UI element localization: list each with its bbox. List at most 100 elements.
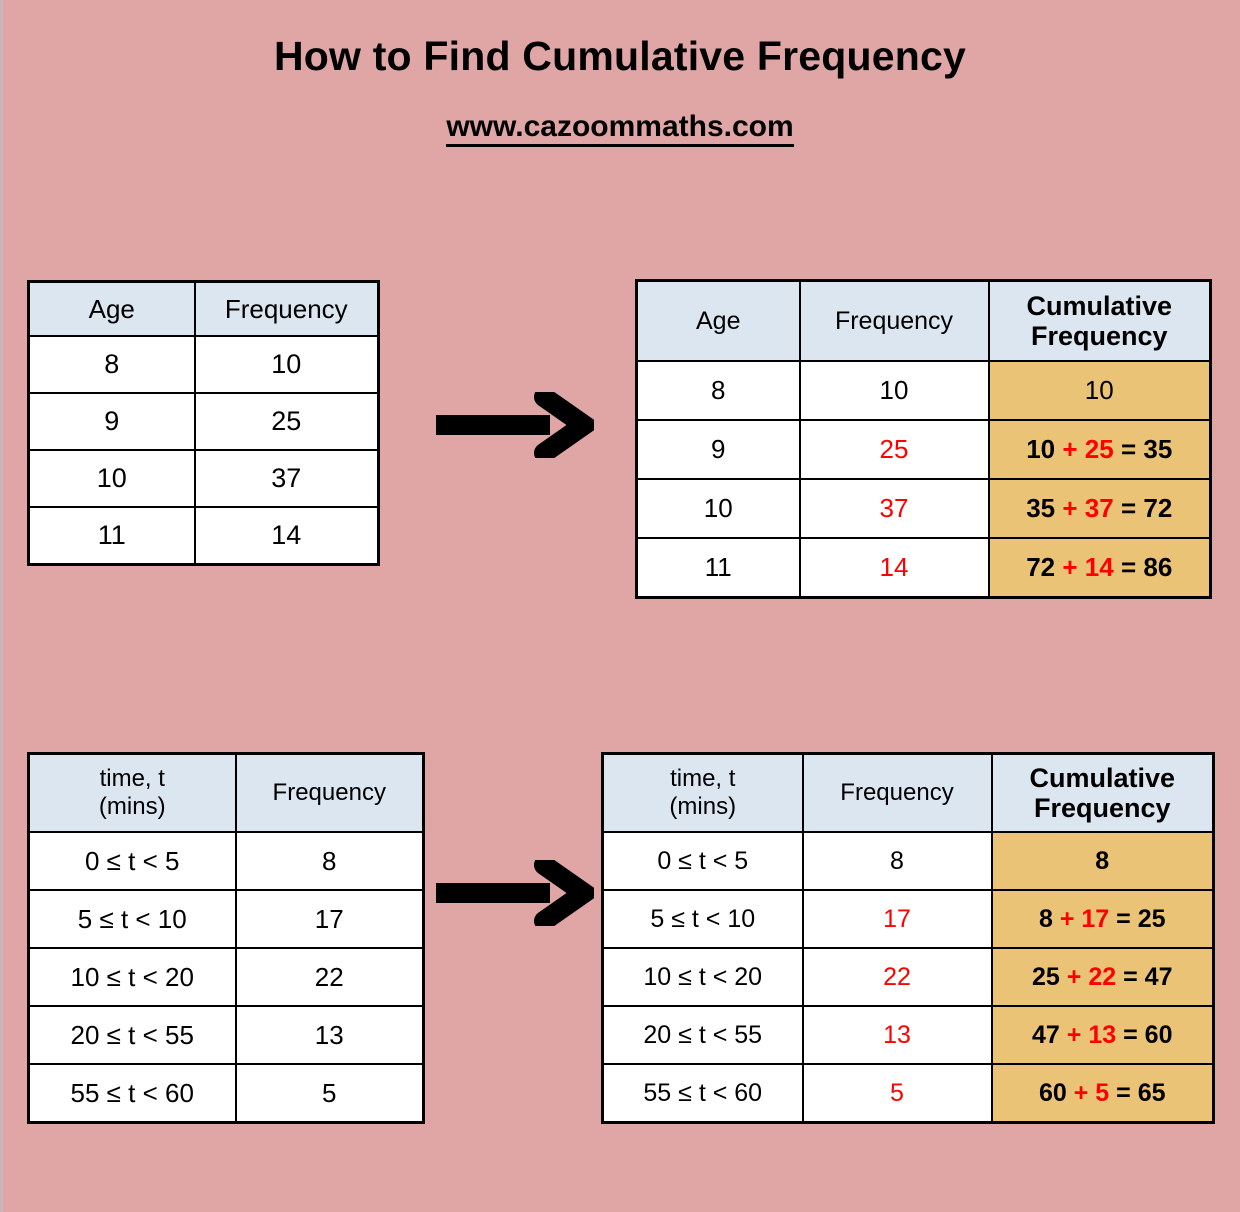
cumulative-total: 60 [1144, 1020, 1173, 1049]
table-row: 10 ≤ t < 20 22 25 + 22 = 47 [601, 947, 1215, 1007]
cumulative-addend: 37 [1084, 493, 1114, 523]
time-header-line-1: time, t [670, 765, 736, 793]
table-row: 8 10 [27, 335, 380, 394]
equals-sign: = [1123, 1020, 1138, 1049]
cell-frequency: 22 [801, 947, 993, 1007]
plus-sign: + [1062, 493, 1078, 523]
cell-frequency: 8 [234, 831, 425, 891]
arrow-time [436, 860, 594, 926]
table-header-row: Age Frequency [27, 280, 380, 337]
table-header-row: Age Frequency Cumulative Frequency [635, 279, 1212, 362]
cell-time-interval: 55 ≤ t < 60 [27, 1063, 237, 1124]
table-row: 55 ≤ t < 60 5 60 + 5 = 65 [601, 1063, 1215, 1124]
table-row: 11 14 [27, 506, 380, 566]
cumulative-previous: 25 [1032, 962, 1060, 991]
cell-frequency: 25 [798, 419, 990, 480]
table-row: 5 ≤ t < 10 17 [27, 889, 425, 949]
table-row: 9 25 10 + 25 = 35 [635, 419, 1212, 480]
cell-frequency: 13 [801, 1005, 993, 1065]
cell-time-interval: 20 ≤ t < 55 [27, 1005, 237, 1065]
cell-frequency: 5 [801, 1063, 993, 1124]
table-row: 55 ≤ t < 60 5 [27, 1063, 425, 1124]
cell-frequency: 37 [798, 478, 990, 539]
cumulative-total: 8 [1095, 846, 1110, 875]
cumulative-addend: 14 [1084, 552, 1114, 582]
cell-frequency: 22 [234, 947, 425, 1007]
cell-time-interval: 20 ≤ t < 55 [601, 1005, 804, 1065]
cumulative-addend: 25 [1084, 434, 1114, 464]
cell-time-interval: 10 ≤ t < 20 [601, 947, 804, 1007]
cell-age: 10 [635, 478, 801, 539]
cell-cumulative-frequency: 72 + 14 = 86 [987, 537, 1212, 599]
equals-sign: = [1123, 962, 1138, 991]
cell-time-interval: 5 ≤ t < 10 [601, 889, 804, 949]
equals-sign: = [1120, 493, 1137, 523]
cumulative-header-line-2: Frequency [1033, 793, 1171, 823]
cell-frequency: 14 [193, 506, 380, 566]
cumulative-previous: 72 [1026, 552, 1056, 582]
age-cumulative-frequency-table: Age Frequency Cumulative Frequency 8 10 … [635, 279, 1212, 599]
cumulative-total: 47 [1144, 962, 1173, 991]
time-frequency-table: time, t (mins) Frequency 0 ≤ t < 5 8 5 ≤… [27, 752, 425, 1124]
plus-sign: + [1062, 552, 1078, 582]
column-header-time: time, t (mins) [601, 752, 804, 833]
cell-cumulative-frequency: 8 + 17 = 25 [990, 889, 1215, 949]
column-header-frequency: Frequency [193, 280, 380, 337]
table-row: 8 10 10 [635, 360, 1212, 421]
arrow-age [436, 392, 594, 458]
cumulative-header-line-1: Cumulative [1026, 290, 1173, 321]
column-header-frequency: Frequency [234, 752, 425, 833]
equals-sign: = [1120, 434, 1137, 464]
plus-sign: + [1062, 434, 1078, 464]
cell-frequency: 17 [801, 889, 993, 949]
cell-cumulative-frequency: 60 + 5 = 65 [990, 1063, 1215, 1124]
cell-frequency: 5 [234, 1063, 425, 1124]
cell-time-interval: 0 ≤ t < 5 [27, 831, 237, 891]
cell-age: 8 [635, 360, 801, 421]
cumulative-total: 25 [1137, 904, 1166, 933]
table-row: 10 37 35 + 37 = 72 [635, 478, 1212, 539]
cell-cumulative-frequency: 47 + 13 = 60 [990, 1005, 1215, 1065]
cumulative-previous: 10 [1026, 434, 1056, 464]
equals-sign: = [1116, 904, 1131, 933]
cumulative-addend: 17 [1081, 904, 1110, 933]
cumulative-previous: 8 [1038, 904, 1053, 933]
table-row: 11 14 72 + 14 = 86 [635, 537, 1212, 599]
cumulative-previous: 60 [1038, 1078, 1067, 1107]
cell-cumulative-frequency: 10 + 25 = 35 [987, 419, 1212, 480]
equals-sign: = [1120, 552, 1137, 582]
equals-sign: = [1116, 1078, 1131, 1107]
table-row: 10 37 [27, 449, 380, 508]
cell-time-interval: 55 ≤ t < 60 [601, 1063, 804, 1124]
column-header-cumulative-frequency: Cumulative Frequency [990, 752, 1215, 833]
page-title: How to Find Cumulative Frequency [273, 33, 967, 79]
table-row: 0 ≤ t < 5 8 [27, 831, 425, 891]
website-link[interactable]: www.cazoommaths.com [446, 110, 794, 147]
left-edge-strip [0, 0, 3, 1212]
cell-age: 10 [27, 449, 196, 508]
cell-age: 8 [27, 335, 196, 394]
cell-age: 9 [27, 392, 196, 451]
cell-frequency: 37 [193, 449, 380, 508]
table-header-row: time, t (mins) Frequency [27, 752, 425, 833]
cell-time-interval: 0 ≤ t < 5 [601, 831, 804, 891]
cell-frequency: 8 [801, 831, 993, 891]
column-header-time: time, t (mins) [27, 752, 237, 833]
cell-frequency: 17 [234, 889, 425, 949]
time-cumulative-frequency-table: time, t (mins) Frequency Cumulative Freq… [601, 752, 1215, 1124]
table-header-row: time, t (mins) Frequency Cumulative Freq… [601, 752, 1215, 833]
column-header-age: Age [635, 279, 801, 362]
cell-age: 9 [635, 419, 801, 480]
cumulative-previous: 35 [1026, 493, 1056, 523]
table-row: 20 ≤ t < 55 13 47 + 13 = 60 [601, 1005, 1215, 1065]
cell-frequency: 10 [193, 335, 380, 394]
cumulative-total: 10 [1084, 375, 1114, 405]
cell-cumulative-frequency: 25 + 22 = 47 [990, 947, 1215, 1007]
column-header-cumulative-frequency: Cumulative Frequency [987, 279, 1212, 362]
cell-frequency: 10 [798, 360, 990, 421]
cumulative-total: 35 [1143, 434, 1173, 464]
table-row: 10 ≤ t < 20 22 [27, 947, 425, 1007]
cumulative-addend: 22 [1088, 962, 1117, 991]
cell-cumulative-frequency: 10 [987, 360, 1212, 421]
